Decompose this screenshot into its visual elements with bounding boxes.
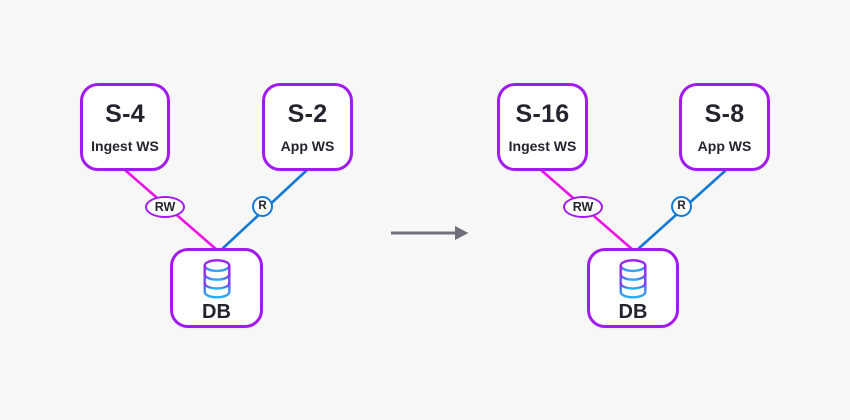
- node-ingest-ws-after: S-16 Ingest WS: [497, 83, 588, 171]
- database-icon: [619, 258, 647, 298]
- db-label: DB: [202, 300, 231, 323]
- node-db-before: DB: [170, 248, 263, 328]
- db-label: DB: [618, 300, 648, 323]
- read-badge-before: R: [252, 196, 273, 217]
- write-badge-before: RW: [145, 196, 185, 218]
- node-subtitle: Ingest WS: [508, 137, 577, 154]
- write-badge-after: RW: [563, 196, 603, 218]
- node-db-after: DB: [587, 248, 679, 328]
- node-title: S-4: [105, 99, 145, 128]
- node-subtitle: App WS: [697, 137, 752, 154]
- arrow-right-icon: [391, 226, 469, 240]
- node-app-ws-after: S-8 App WS: [679, 83, 770, 171]
- node-subtitle: Ingest WS: [91, 137, 159, 154]
- node-subtitle: App WS: [280, 137, 335, 154]
- node-title: S-8: [704, 99, 745, 128]
- database-icon: [202, 258, 231, 298]
- node-app-ws-before: S-2 App WS: [262, 83, 353, 171]
- node-title: S-2: [287, 99, 328, 128]
- node-ingest-ws-before: S-4 Ingest WS: [80, 83, 170, 171]
- read-badge-after: R: [671, 196, 692, 217]
- node-title: S-16: [515, 99, 570, 128]
